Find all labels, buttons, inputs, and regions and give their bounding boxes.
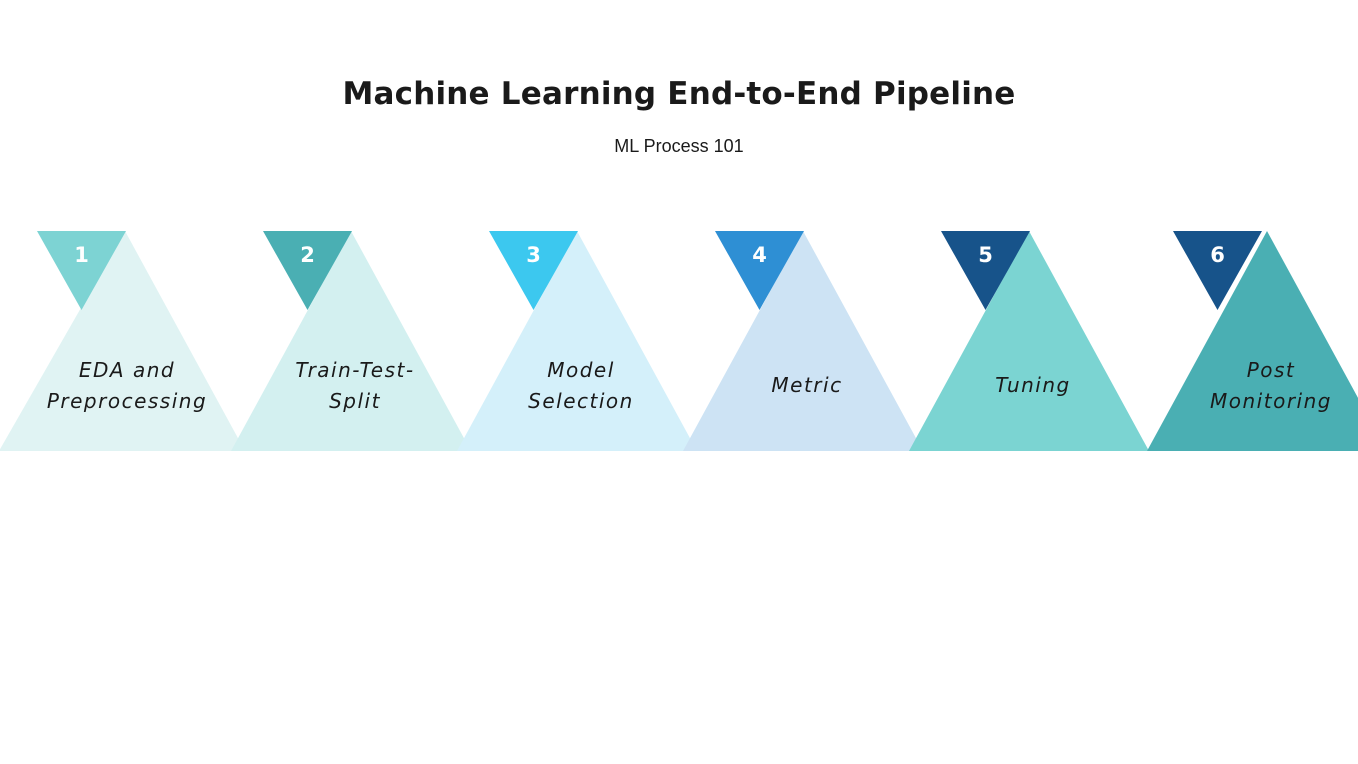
- step-number: 2: [300, 243, 315, 267]
- step-body-triangle: [457, 231, 697, 451]
- step-marker-triangle: [263, 231, 352, 310]
- page-subtitle: ML Process 101: [614, 136, 744, 156]
- step-number: 5: [978, 243, 993, 267]
- step-label-line: Metric: [771, 373, 842, 397]
- step-label-line: Monitoring: [1210, 389, 1332, 413]
- step-label-line: EDA and: [79, 358, 175, 382]
- step-label-line: Preprocessing: [47, 389, 207, 413]
- step-body-triangle: [0, 231, 245, 451]
- step-marker-triangle: [489, 231, 578, 310]
- page-title: Machine Learning End-to-End Pipeline: [342, 76, 1016, 112]
- pipeline-step-3: [457, 231, 697, 451]
- step-label-line: Model: [547, 358, 615, 382]
- step-marker-triangle: [37, 231, 126, 310]
- step-label-line: Post: [1247, 358, 1296, 382]
- step-label-line: Split: [329, 389, 381, 413]
- step-body-triangle: [231, 231, 471, 451]
- step-body-triangle: [1147, 231, 1358, 451]
- step-marker-triangle: [941, 231, 1030, 310]
- step-body-triangle: [683, 231, 923, 451]
- pipeline-step-4: [683, 231, 923, 451]
- step-label-line: Train-Test-: [295, 358, 414, 382]
- pipeline-step-6: [1147, 231, 1358, 451]
- step-number: 1: [74, 243, 89, 267]
- step-number: 4: [752, 243, 767, 267]
- step-number: 6: [1210, 243, 1225, 267]
- pipeline-step-2: [231, 231, 471, 451]
- step-marker-triangle: [715, 231, 804, 310]
- step-label-line: Selection: [528, 389, 634, 413]
- step-marker-triangle: [1173, 231, 1262, 310]
- pipeline-step-5: [909, 231, 1149, 451]
- pipeline-step-1: [0, 231, 245, 451]
- step-number: 3: [526, 243, 541, 267]
- step-body-triangle: [909, 231, 1149, 451]
- step-label-line: Tuning: [995, 373, 1070, 397]
